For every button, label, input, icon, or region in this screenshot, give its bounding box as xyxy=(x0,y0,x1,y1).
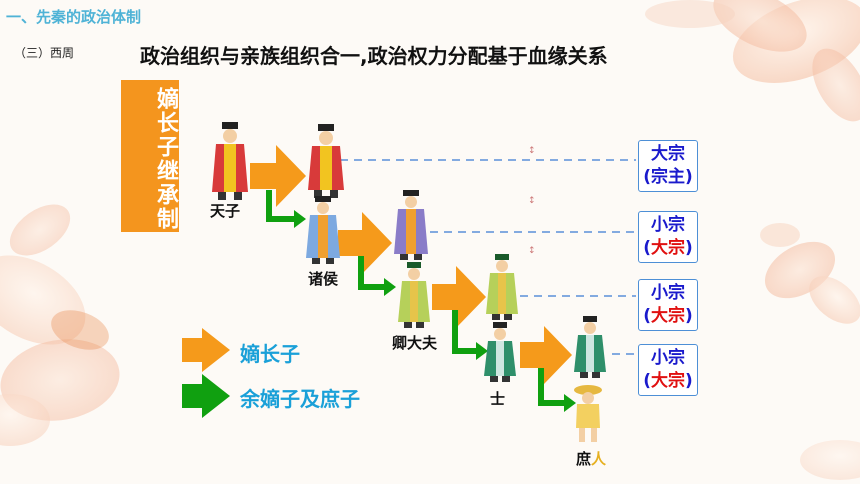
legend-label-other-sons: 余嫡子及庶子 xyxy=(240,387,360,411)
official-figure xyxy=(486,254,518,320)
green-arrow-2 xyxy=(358,256,396,296)
noble-figure xyxy=(394,190,428,260)
marker-icon: ↕ xyxy=(528,246,536,256)
rank-label-zhuhou: 诸侯 xyxy=(308,270,339,288)
rank-label-qingdafu: 卿大夫 xyxy=(392,334,438,352)
banner-primogeniture: 嫡长子继承制 xyxy=(121,80,179,232)
noble-figure xyxy=(306,196,340,264)
orange-arrow-2 xyxy=(338,212,392,274)
official-figure xyxy=(398,262,430,328)
section-title: 一、先秦的政治体制 xyxy=(6,8,142,26)
lineage-box-dazong: 大宗 (宗主) xyxy=(638,140,698,192)
rank-label-shuren: 庶人 xyxy=(576,450,607,468)
green-arrow-3 xyxy=(452,310,488,360)
emperor-figure xyxy=(212,122,248,200)
legend-green-arrow-icon xyxy=(182,374,230,418)
lineage-box-xiaozong-1: 小宗 (大宗) xyxy=(638,211,698,263)
rank-label-shi: 士 xyxy=(490,390,506,408)
scholar-figure xyxy=(484,322,516,382)
rank-label-tianzi: 天子 xyxy=(210,202,241,220)
peasant-figure xyxy=(574,385,602,442)
marker-icon: ↕ xyxy=(528,196,536,206)
subsection-label: （三）西周 xyxy=(14,46,75,60)
orange-arrow-4 xyxy=(520,326,572,384)
green-arrow-1 xyxy=(266,190,306,228)
orange-arrow-1 xyxy=(250,145,306,207)
orange-arrow-3 xyxy=(432,266,486,328)
page-headline: 政治组织与亲族组织合一,政治权力分配基于血缘关系 xyxy=(140,44,608,68)
lineage-box-xiaozong-2: 小宗 (大宗) xyxy=(638,279,698,331)
marker-icon: ↕ xyxy=(528,146,536,156)
scholar-figure xyxy=(574,316,606,378)
legend-arrows xyxy=(182,328,230,418)
legend-label-eldest-son: 嫡长子 xyxy=(240,342,300,366)
green-arrow-4 xyxy=(538,368,576,412)
lineage-box-xiaozong-3: 小宗 (大宗) xyxy=(638,344,698,396)
emperor-figure xyxy=(308,124,344,198)
legend-orange-arrow-icon xyxy=(182,328,230,372)
